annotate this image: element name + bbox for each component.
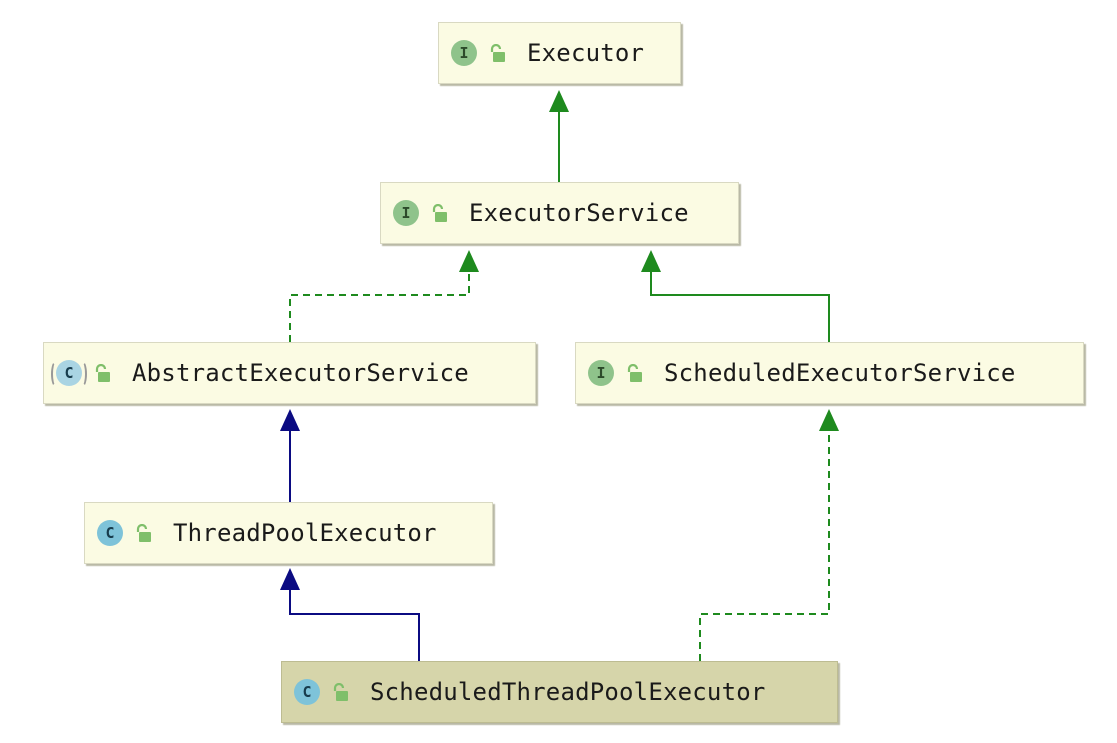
lock-open-icon xyxy=(136,524,151,542)
edge-scheduledthreadpoolexecutor-to-threadpoolexecutor xyxy=(280,568,420,661)
arrowhead-icon xyxy=(280,568,300,590)
class-icon: C xyxy=(294,679,320,705)
node-label: ScheduledExecutorService xyxy=(664,359,1016,387)
edge-scheduledexecutorservice-to-executorservice xyxy=(641,250,830,342)
node-scheduled-executor-service[interactable]: I ScheduledExecutorService xyxy=(575,342,1084,404)
edge-line xyxy=(289,590,420,661)
lock-open-icon xyxy=(333,683,348,701)
edge-line xyxy=(289,272,470,342)
node-label: ScheduledThreadPoolExecutor xyxy=(370,678,766,706)
node-executor[interactable]: I Executor xyxy=(438,22,681,84)
lock-open-icon xyxy=(627,364,642,382)
node-executor-service[interactable]: I ExecutorService xyxy=(380,182,739,244)
edge-scheduledthreadpoolexecutor-to-scheduledexecutorservice xyxy=(699,409,839,661)
node-label: ThreadPoolExecutor xyxy=(173,519,437,547)
lock-open-icon xyxy=(432,204,447,222)
class-icon: C xyxy=(97,520,123,546)
edge-threadpoolexecutor-to-abstractexecutorservice xyxy=(280,409,300,502)
abstract-class-icon: C xyxy=(51,360,87,387)
arrowhead-icon xyxy=(549,90,569,112)
edge-abstractexecutorservice-to-executorservice xyxy=(289,250,479,342)
node-scheduled-thread-pool-executor[interactable]: C ScheduledThreadPoolExecutor xyxy=(281,661,838,723)
arrowhead-icon xyxy=(459,250,479,272)
arrowhead-icon xyxy=(641,250,661,272)
edge-executorservice-to-executor xyxy=(549,90,569,182)
node-thread-pool-executor[interactable]: C ThreadPoolExecutor xyxy=(84,502,493,564)
arrowhead-icon xyxy=(280,409,300,431)
node-abstract-executor-service[interactable]: C AbstractExecutorService xyxy=(43,342,536,404)
arrowhead-icon xyxy=(819,409,839,431)
interface-icon: I xyxy=(451,40,477,66)
interface-icon: I xyxy=(393,200,419,226)
lock-open-icon xyxy=(490,44,505,62)
node-label: Executor xyxy=(527,39,645,67)
interface-icon: I xyxy=(588,360,614,386)
node-label: AbstractExecutorService xyxy=(132,359,469,387)
edge-line xyxy=(650,272,830,342)
edge-line xyxy=(699,431,830,661)
lock-open-icon xyxy=(95,364,110,382)
node-label: ExecutorService xyxy=(469,199,689,227)
